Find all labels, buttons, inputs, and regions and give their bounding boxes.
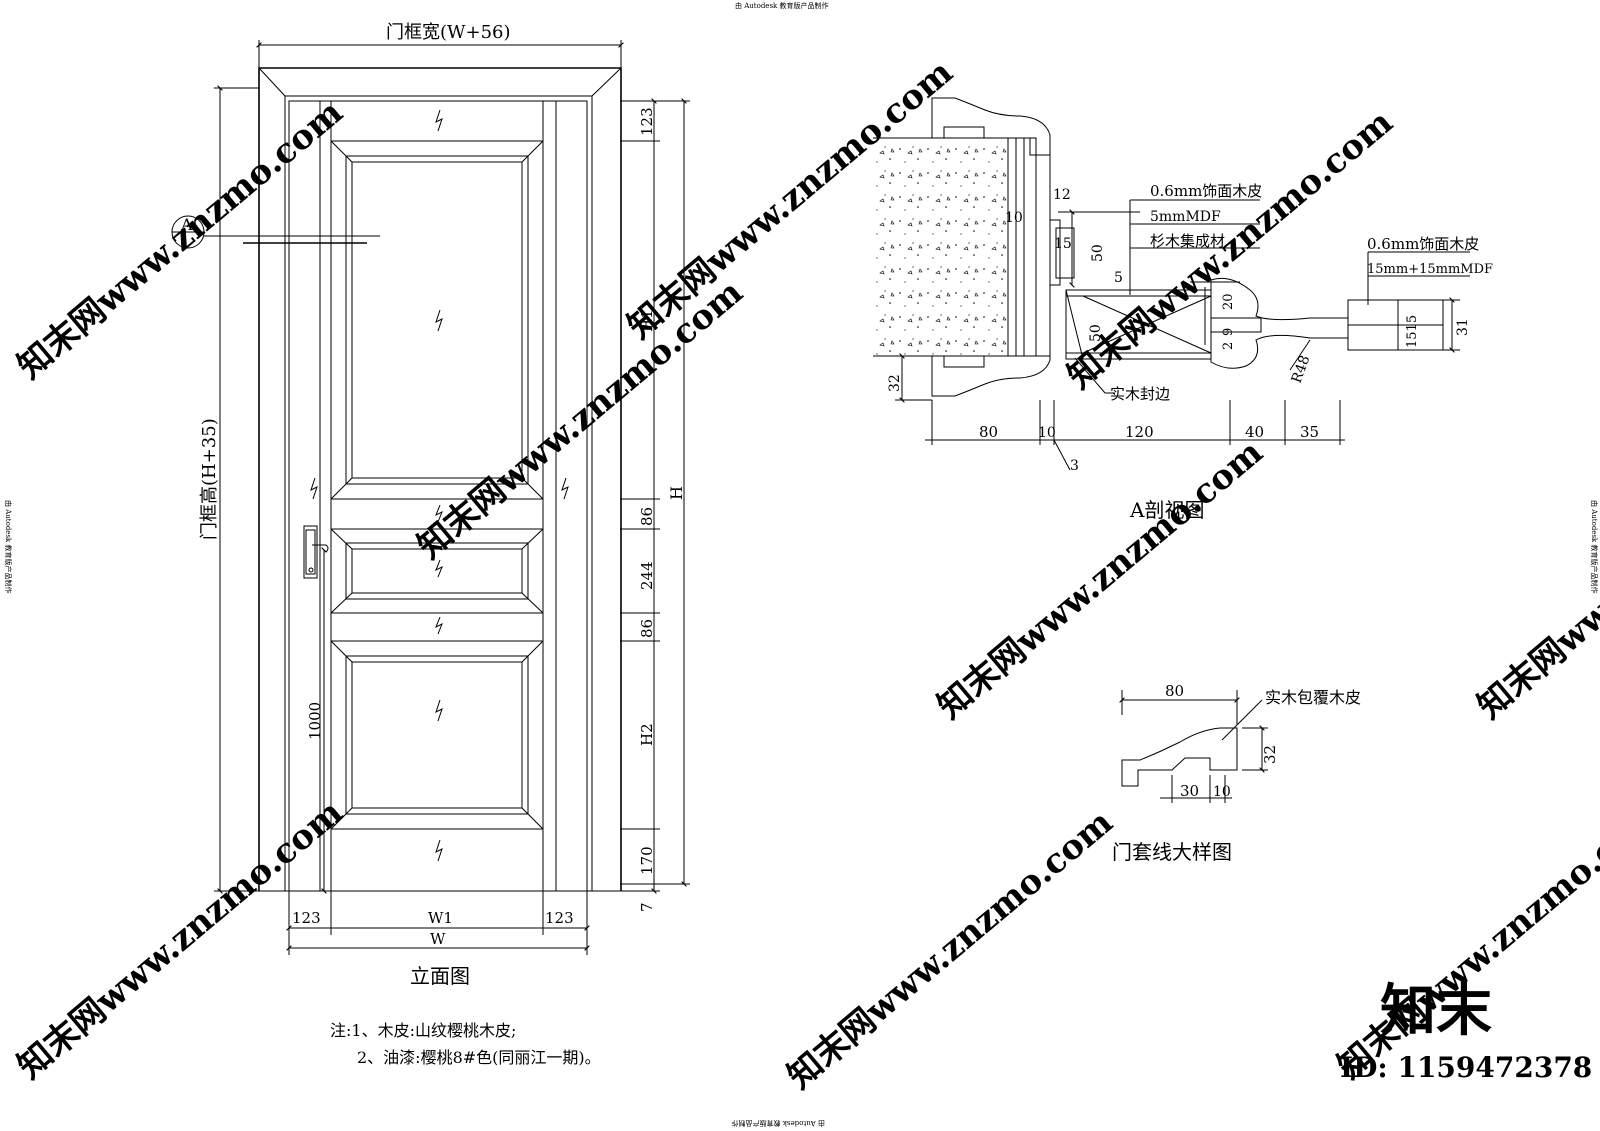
label-section-a-label-edge: 实木封边 xyxy=(1110,385,1170,403)
label-section-a-dim-12: 12 xyxy=(1053,187,1071,203)
label-casing-detail-dim-30: 30 xyxy=(1180,782,1199,800)
note-line-2: 2、油漆:樱桃8#色(同丽江一期)。 xyxy=(357,1048,601,1067)
door-panel-lower xyxy=(330,640,544,830)
casing-detail-title: 门套线大样图 xyxy=(1112,840,1232,864)
dim-frame-height-label: 门框高(H+35) xyxy=(199,418,220,540)
label-section-a-dim-50-top: 50 xyxy=(1090,244,1106,262)
label-elevation-dim-w1: W1 xyxy=(428,909,453,927)
label-elevation-dim-handle-height: 1000 xyxy=(306,702,324,740)
label-section-a-dim-32: 32 xyxy=(887,374,903,392)
label-section-a-dim-3: 3 xyxy=(1070,458,1079,474)
label-casing-detail-dim-32: 32 xyxy=(1261,745,1279,764)
door-panel-middle xyxy=(330,528,544,614)
label-elevation-dim-w: W xyxy=(430,930,446,948)
watermark-text: 知末网www.znzmo.com xyxy=(10,92,350,387)
label-section-a-dim-9: 9 xyxy=(1221,328,1236,336)
label-section-a-label-panel-veneer: 0.6mm饰面木皮 xyxy=(1367,235,1479,253)
door-elevation: A 门框宽(W+56) 门框高(H+35) 1000 xyxy=(171,22,690,988)
label-casing-detail-label: 实木包覆木皮 xyxy=(1265,688,1361,707)
label-elevation-dim-top-rail: 123 xyxy=(638,107,656,136)
notes: 注:1、木皮:山纹樱桃木皮; 2、油漆:樱桃8#色(同丽江一期)。 xyxy=(330,1021,601,1067)
label-section-a-dim-10-top: 10 xyxy=(1005,210,1023,226)
dim-chain-right: 123 H1 86 244 86 H2 170 7 H xyxy=(620,98,690,912)
label-section-a-dim-35: 35 xyxy=(1300,423,1319,441)
label-section-a-dim-31: 31 xyxy=(1455,318,1471,336)
door-panel-upper xyxy=(330,140,544,500)
side-note-left: 由 Autodesk 教育版产品制作 xyxy=(4,500,13,594)
label-section-a-dim-15-top: 15 xyxy=(1054,236,1072,252)
dim-frame-height: 门框高(H+35) xyxy=(199,85,259,894)
label-section-a-dim-120: 120 xyxy=(1125,423,1154,441)
header-note: 由 Autodesk 教育版产品制作 xyxy=(735,1,829,10)
section-mark-letter: A xyxy=(180,215,193,234)
watermark-logo: 知末 xyxy=(1380,978,1492,1044)
label-section-a-dim-50-mid: 50 xyxy=(1088,324,1104,342)
watermark-text: 知末网www.znzmo.com xyxy=(930,432,1270,727)
label-section-a-label-panel-mdf: 15mm+15mmMDF xyxy=(1367,262,1493,277)
label-elevation-dim-stile-left: 123 xyxy=(292,909,321,927)
casing-detail-drawing: 80 实木包覆木皮 32 30 10 门套线大样图 xyxy=(1112,682,1361,864)
label-section-a-dim-2: 2 xyxy=(1221,342,1236,350)
label-elevation-dim-h2: H2 xyxy=(638,723,656,746)
label-elevation-dim-mid-rail-2: 86 xyxy=(638,619,656,638)
label-elevation-dim-total-h: H xyxy=(667,486,686,500)
watermark-text: 知末网www.znzmo.com xyxy=(10,792,350,1087)
label-section-a-dim-80: 80 xyxy=(979,423,998,441)
label-elevation-dim-gap: 7 xyxy=(638,902,656,912)
dim-frame-width: 门框宽(W+56) xyxy=(256,22,624,68)
label-section-a-dim-10: 10 xyxy=(1038,425,1056,441)
label-casing-detail-dim-10: 10 xyxy=(1213,784,1231,800)
label-section-a-label-veneer: 0.6mm饰面木皮 xyxy=(1150,182,1262,200)
label-section-a-dim-r48: R48 xyxy=(1289,353,1314,385)
watermark-text: 知末网www.znzmo.com xyxy=(1470,432,1600,727)
watermark-layer: 知末网www.znzmo.com 知末网www.znzmo.com 知末网www… xyxy=(10,52,1600,1097)
section-mark-a: A xyxy=(171,215,380,249)
label-section-a-dim-20: 20 xyxy=(1221,293,1236,310)
watermark-id: ID: 1159472378 xyxy=(1340,1051,1592,1084)
side-note-right: 由 Autodesk 教育版产品制作 xyxy=(1590,500,1599,594)
label-elevation-dim-mid-panel: 244 xyxy=(638,561,656,590)
label-elevation-dim-h1: H1 xyxy=(638,309,656,332)
note-line-1: 注:1、木皮:山纹樱桃木皮; xyxy=(330,1021,516,1040)
label-section-a-label-core: 杉木集成材 xyxy=(1150,232,1225,250)
label-elevation-dim-bottom-rail: 170 xyxy=(638,846,656,875)
dim-chain-bottom: 123 W1 123 W xyxy=(286,891,590,955)
section-a-drawing: 0.6mm饰面木皮 5mmMDF 杉木集成材 0.6mm饰面木皮 15mm+15… xyxy=(873,97,1493,522)
label-casing-detail-dim-80: 80 xyxy=(1165,682,1184,700)
label-elevation-dim-mid-rail-1: 86 xyxy=(638,507,656,526)
label-section-a-dim-5: 5 xyxy=(1114,270,1123,286)
watermark-text: 知末网www.znzmo.com xyxy=(780,802,1120,1097)
elevation-title: 立面图 xyxy=(410,964,470,988)
footer-note: 由 Autodesk 教育版产品制作 xyxy=(732,1119,826,1128)
dim-handle-height: 1000 xyxy=(306,547,327,894)
section-a-title: A剖视图 xyxy=(1129,498,1204,522)
label-section-a-dim-1515: 1515 xyxy=(1405,315,1420,348)
watermark-text: 知末网www.znzmo.com xyxy=(410,272,750,567)
dim-frame-width-label: 门框宽(W+56) xyxy=(386,22,511,43)
label-elevation-dim-stile-right: 123 xyxy=(545,909,574,927)
grain-direction-marks xyxy=(310,109,569,862)
label-section-a-dim-40: 40 xyxy=(1245,423,1264,441)
label-section-a-label-mdf: 5mmMDF xyxy=(1150,209,1221,225)
